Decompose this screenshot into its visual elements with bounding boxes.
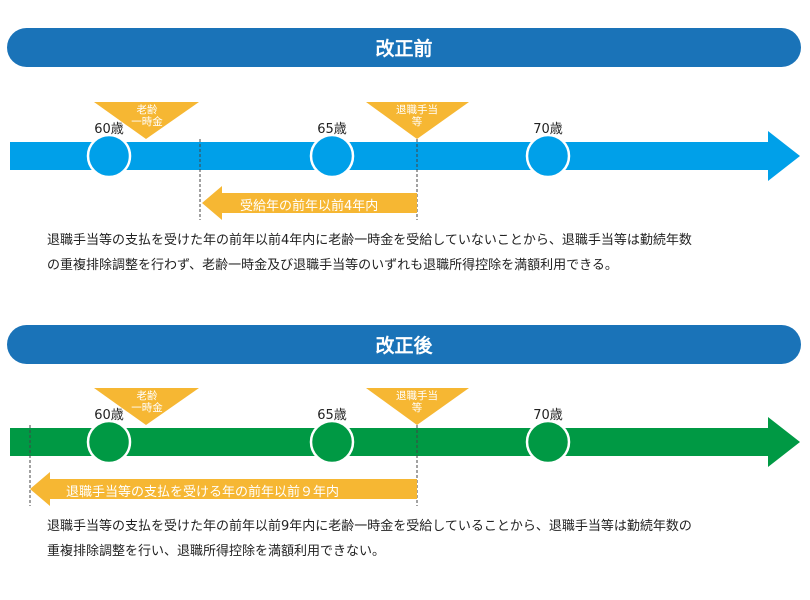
lump-sum-label-line2: 一時金 <box>131 116 163 128</box>
retirement-label: 退職手当 等 <box>377 390 457 414</box>
header-after-title: 改正後 <box>375 335 433 357</box>
description-after: 退職手当等の支払を受けた年の前年以前9年内に老齢一時金を受給していることから、退… <box>47 514 787 564</box>
age-circle-65 <box>309 419 355 465</box>
age-circle-70 <box>525 133 571 179</box>
age-circle-60 <box>86 419 132 465</box>
retirement-label-line1: 退職手当 <box>396 390 438 402</box>
lump-sum-label-line1: 老齢 <box>136 390 158 402</box>
lump-sum-label: 老齢 一時金 <box>107 104 187 128</box>
age-label-65: 65歳 <box>317 122 347 137</box>
description-before-line1: 退職手当等の支払を受けた年の前年以前4年内に老齢一時金を受給していないことから、… <box>47 233 692 248</box>
description-after-line2: 重複排除調整を行い、退職所得控除を満額利用できない。 <box>47 544 386 559</box>
header-before: 改正前 <box>7 28 801 67</box>
timeline-before-graphic <box>10 102 800 220</box>
age-label-70: 70歳 <box>533 122 563 137</box>
lump-sum-marker <box>94 388 199 425</box>
age-circle-65 <box>309 133 355 179</box>
age-circle-70 <box>525 419 571 465</box>
description-before-line2: の重複排除調整を行わず、老齢一時金及び退職手当等のいずれも退職所得控除を満額利用… <box>47 258 618 273</box>
age-label-60: 60歳 <box>94 408 124 423</box>
age-label-70: 70歳 <box>533 408 563 423</box>
retirement-label-line2: 等 <box>411 402 423 414</box>
lump-sum-label: 老齢 一時金 <box>107 390 187 414</box>
period-label-before: 受給年の前年以前4年内 <box>240 199 379 214</box>
timeline-arrow-before <box>10 131 800 181</box>
retirement-marker <box>366 102 469 139</box>
timeline-before: 60歳 65歳 70歳 老齢 一時金 退職手当 等 受給年の前年以前4年内 退職… <box>10 102 800 278</box>
description-after-line1: 退職手当等の支払を受けた年の前年以前9年内に老齢一時金を受給していることから、退… <box>47 519 692 534</box>
age-circle-60 <box>86 133 132 179</box>
period-label-after: 退職手当等の支払を受ける年の前年以前９年内 <box>66 485 340 500</box>
period-arrow-before <box>202 186 417 220</box>
lump-sum-marker <box>94 102 199 139</box>
lump-sum-label-line2: 一時金 <box>131 402 163 414</box>
age-label-65: 65歳 <box>317 408 347 423</box>
retirement-marker <box>366 388 469 425</box>
timeline-after-graphic <box>10 388 800 506</box>
header-after: 改正後 <box>7 325 801 364</box>
retirement-label: 退職手当 等 <box>377 104 457 128</box>
period-arrow-after <box>30 472 417 506</box>
age-label-60: 60歳 <box>94 122 124 137</box>
retirement-label-line1: 退職手当 <box>396 104 438 116</box>
lump-sum-label-line1: 老齢 <box>136 104 158 116</box>
timeline-arrow-after <box>10 417 800 467</box>
description-before: 退職手当等の支払を受けた年の前年以前4年内に老齢一時金を受給していないことから、… <box>47 228 787 278</box>
header-before-title: 改正前 <box>375 38 433 60</box>
retirement-label-line2: 等 <box>411 116 423 128</box>
timeline-after: 60歳 65歳 70歳 老齢 一時金 退職手当 等 退職手当等の支払を受ける年の… <box>0 286 810 586</box>
